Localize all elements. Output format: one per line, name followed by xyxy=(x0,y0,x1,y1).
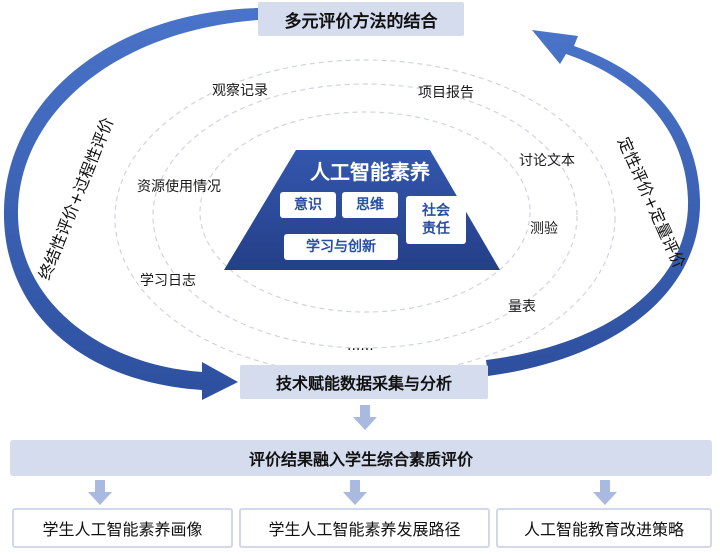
chip-awareness: 意识 xyxy=(280,192,336,218)
outcome-improvement-strategy: 人工智能教育改进策略 xyxy=(496,508,712,548)
middle-dashed-ring xyxy=(152,83,578,349)
down-arrow-outcome-1 xyxy=(88,480,112,505)
chip-social-line2: 责任 xyxy=(422,221,450,237)
left-cycle-arrow xyxy=(3,8,258,400)
inner-dashed-ring xyxy=(199,111,531,313)
chip-learning-innovation: 学习与创新 xyxy=(284,234,398,260)
chip-social-line1: 社会 xyxy=(422,203,450,219)
down-arrow-middle xyxy=(353,405,377,430)
method-project-report: 项目报告 xyxy=(418,85,474,101)
method-more: ...... xyxy=(347,338,374,354)
method-resource-usage: 资源使用情况 xyxy=(137,179,221,195)
outcome-portrait: 学生人工智能素养画像 xyxy=(12,508,233,548)
data-collection-box: 技术赋能数据采集与分析 xyxy=(240,365,488,399)
method-scale: 量表 xyxy=(508,299,536,315)
down-arrow-outcome-3 xyxy=(593,480,617,505)
outcome-development-path: 学生人工智能素养发展路径 xyxy=(239,508,490,548)
method-discussion-text: 讨论文本 xyxy=(519,153,575,169)
down-arrows xyxy=(88,405,617,505)
combination-title-box: 多元评价方法的结合 xyxy=(258,2,464,36)
chip-social-responsibility: 社会 责任 xyxy=(406,196,466,244)
core-literacy-title: 人工智能素养 xyxy=(310,160,430,184)
right-cycle-arrow xyxy=(486,30,701,376)
method-quiz: 测验 xyxy=(530,221,558,237)
chip-thinking: 思维 xyxy=(342,192,398,218)
method-observation: 观察记录 xyxy=(212,83,268,99)
down-arrow-outcome-2 xyxy=(343,480,367,505)
method-learning-log: 学习日志 xyxy=(140,273,196,289)
integration-box: 评价结果融入学生综合素质评价 xyxy=(10,440,712,476)
